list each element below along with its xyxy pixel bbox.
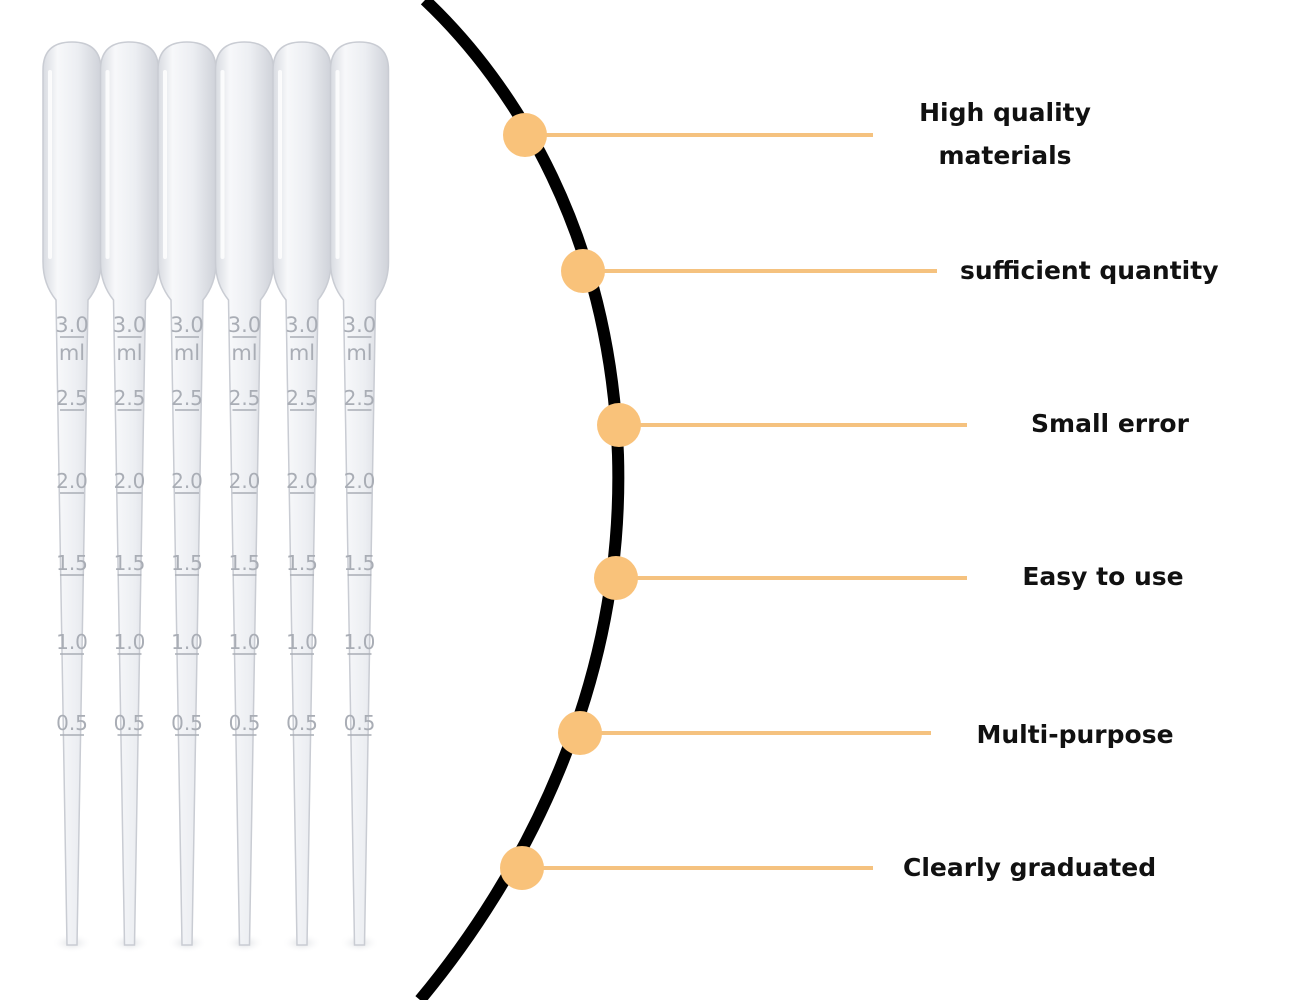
graduation-label: 1.0 <box>344 630 376 654</box>
feature-label-line: sufficient quantity <box>960 256 1219 285</box>
graduation-label: 0.5 <box>171 711 203 735</box>
pipette: 3.0 ml 2.5 2.0 1.5 1.0 0.5 <box>157 41 217 953</box>
unit-label: ml <box>346 341 372 365</box>
graduation-label: 1.0 <box>56 630 88 654</box>
graduation-label: 2.0 <box>229 469 261 493</box>
feature-label-clearly-graduated: Clearly graduated <box>903 846 1157 889</box>
capacity-label: 3.0 <box>343 313 376 337</box>
graduation-label: 0.5 <box>114 711 146 735</box>
feature-dot-5 <box>558 711 602 755</box>
feature-label-easy-to-use: Easy to use <box>1020 555 1186 598</box>
pipette: 3.0 ml 2.5 2.0 1.5 1.0 0.5 <box>42 41 102 953</box>
unit-label: ml <box>116 341 142 365</box>
feature-dot-6 <box>500 846 544 890</box>
pipette: 3.0 ml 2.5 2.0 1.5 1.0 0.5 <box>329 41 390 953</box>
graduation-label: 2.5 <box>229 386 261 410</box>
feature-label-high-quality-materials: High quality materials <box>905 91 1105 177</box>
graduation-label: 1.0 <box>229 630 261 654</box>
graduation-label: 1.0 <box>171 630 203 654</box>
graduation-label: 1.5 <box>114 551 146 575</box>
graduation-label: 0.5 <box>229 711 261 735</box>
graduation-label: 2.5 <box>171 386 203 410</box>
pipette-group: 3.0 ml 2.5 2.0 1.5 1.0 0.5 3.0 ml 2.5 2.0 1.5 1.0 0.5… <box>42 41 390 953</box>
graduation-label: 1.5 <box>56 551 88 575</box>
feature-label-line: materials <box>938 141 1072 170</box>
graduation-label: 2.5 <box>344 386 376 410</box>
pipette: 3.0 ml 2.5 2.0 1.5 1.0 0.5 <box>272 41 332 953</box>
feature-label-multi-purpose: Multi-purpose <box>970 713 1180 756</box>
graduation-label: 0.5 <box>286 711 318 735</box>
graduation-label: 2.5 <box>56 386 88 410</box>
feature-label-line: High quality <box>919 98 1091 127</box>
feature-label-sufficient-quantity: sufficient quantity <box>960 249 1219 292</box>
feature-dot-1 <box>503 113 547 157</box>
unit-label: ml <box>59 341 85 365</box>
unit-label: ml <box>289 341 315 365</box>
pipette: 3.0 ml 2.5 2.0 1.5 1.0 0.5 <box>214 41 275 953</box>
capacity-label: 3.0 <box>285 313 318 337</box>
graduation-label: 1.5 <box>229 551 261 575</box>
graduation-label: 2.5 <box>114 386 146 410</box>
pipette: 3.0 ml 2.5 2.0 1.5 1.0 0.5 <box>99 41 160 953</box>
capacity-label: 3.0 <box>55 313 88 337</box>
graduation-label: 1.5 <box>171 551 203 575</box>
feature-markers <box>500 113 641 890</box>
graduation-label: 1.0 <box>114 630 146 654</box>
feature-label-line: Easy to use <box>1022 562 1184 591</box>
feature-label-line: Small error <box>1031 409 1189 438</box>
unit-label: ml <box>174 341 200 365</box>
graduation-label: 1.0 <box>286 630 318 654</box>
graduation-label: 2.5 <box>286 386 318 410</box>
graduation-label: 0.5 <box>56 711 88 735</box>
feature-dot-3 <box>597 403 641 447</box>
feature-dot-2 <box>561 249 605 293</box>
feature-label-small-error: Small error <box>1025 402 1195 445</box>
capacity-label: 3.0 <box>228 313 261 337</box>
graduation-label: 2.0 <box>344 469 376 493</box>
graduation-label: 2.0 <box>171 469 203 493</box>
feature-label-line: Multi-purpose <box>976 720 1174 749</box>
feature-dot-4 <box>594 556 638 600</box>
graduation-label: 1.5 <box>286 551 318 575</box>
graduation-label: 0.5 <box>344 711 376 735</box>
capacity-label: 3.0 <box>170 313 203 337</box>
graduation-label: 2.0 <box>56 469 88 493</box>
graduation-label: 1.5 <box>344 551 376 575</box>
graduation-label: 2.0 <box>114 469 146 493</box>
feature-connectors <box>522 133 967 870</box>
graduation-label: 2.0 <box>286 469 318 493</box>
feature-label-line: Clearly graduated <box>903 853 1157 882</box>
capacity-label: 3.0 <box>113 313 146 337</box>
unit-label: ml <box>231 341 257 365</box>
